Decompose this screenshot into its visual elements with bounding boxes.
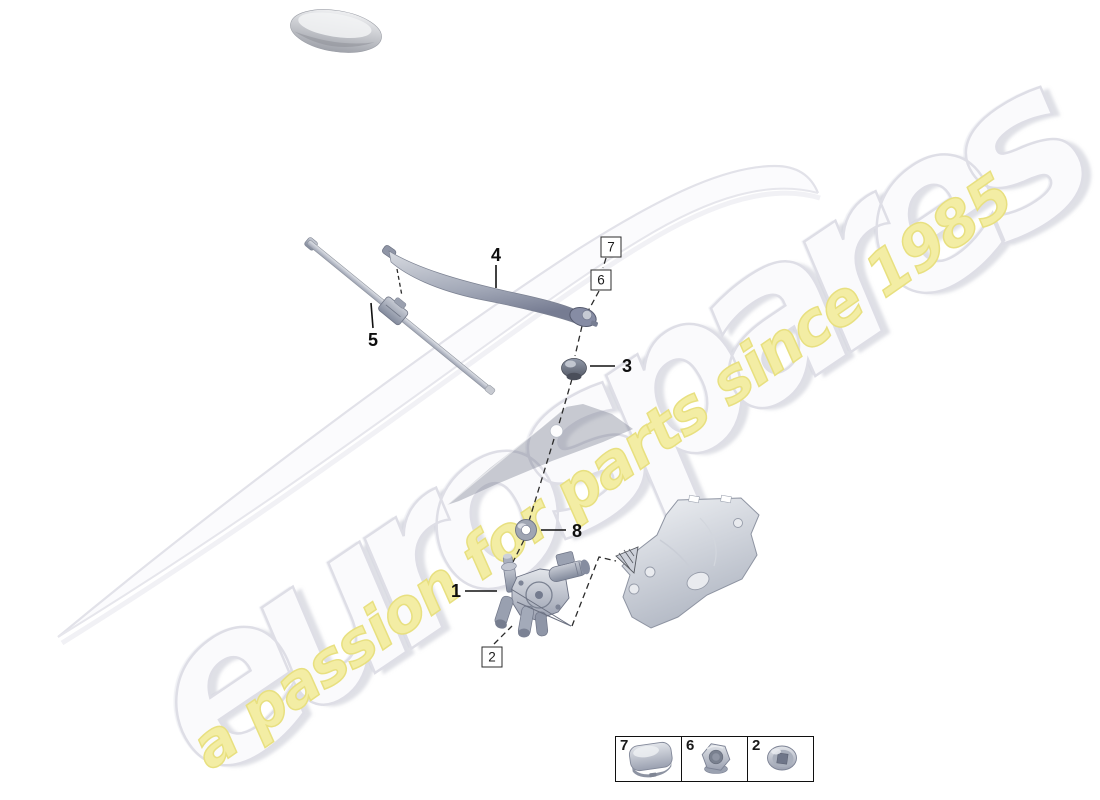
- blade-adapter-clamp: [378, 296, 409, 326]
- callout-8[interactable]: 8: [571, 521, 583, 541]
- hex-nut-icon: [701, 743, 731, 774]
- callout-3[interactable]: 3: [621, 356, 633, 376]
- cover-cap-top: [290, 9, 382, 53]
- callout-1[interactable]: 1: [450, 581, 462, 601]
- legend-cell-label: 7: [620, 737, 629, 754]
- callout-4[interactable]: 4: [490, 245, 502, 265]
- bracket-oval-hole: [686, 571, 710, 591]
- callout-6-box[interactable]: 6: [590, 269, 612, 291]
- cap-washer-icon: [767, 745, 797, 771]
- legend-cell-cover-cap[interactable]: 7: [616, 737, 681, 781]
- callout-5[interactable]: 5: [367, 330, 379, 350]
- legend-cell-label: 2: [752, 737, 761, 754]
- cover-cap-icon: [628, 741, 673, 778]
- legend-cell-hex-nut[interactable]: 6: [681, 737, 747, 781]
- callout-7-box[interactable]: 7: [600, 236, 622, 258]
- legend-cell-cap-washer[interactable]: 2: [747, 737, 813, 781]
- legend-cell-label: 6: [686, 737, 695, 754]
- small-parts-legend: 7 6 2: [615, 736, 814, 782]
- callout-2-box[interactable]: 2: [481, 646, 503, 668]
